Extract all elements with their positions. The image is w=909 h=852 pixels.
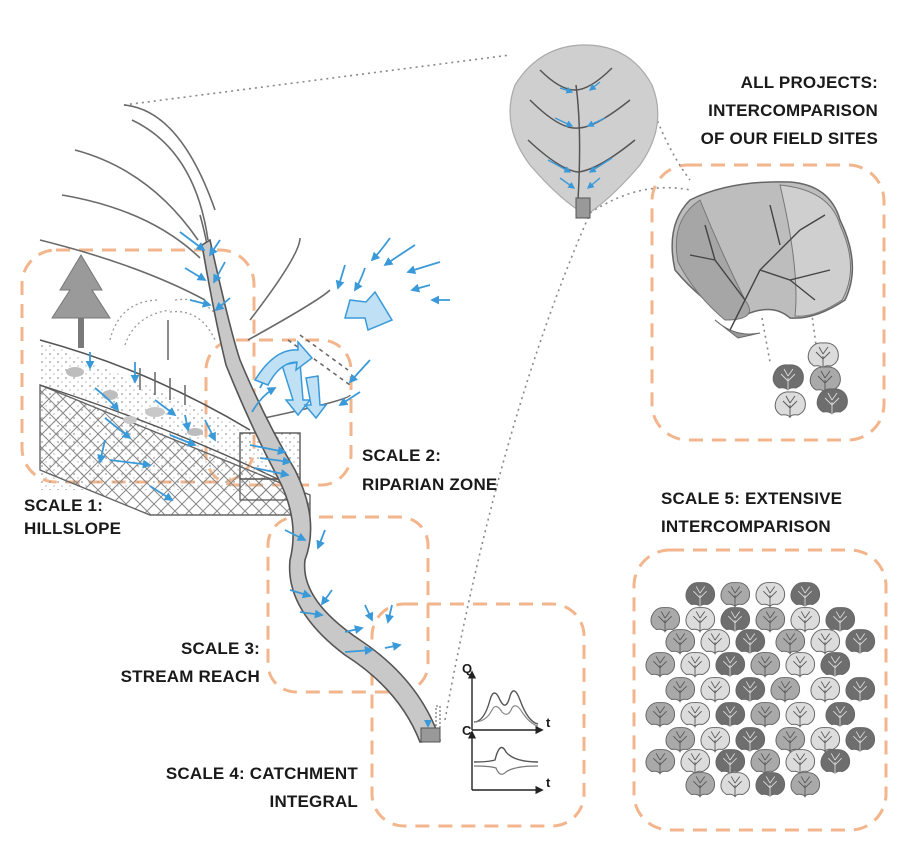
tree-icon [51, 254, 111, 348]
leaf-icon [785, 749, 816, 775]
leaf-icon [774, 391, 806, 418]
leaf-icon [755, 607, 786, 633]
leaf-icon [665, 629, 696, 655]
leaf-icon [650, 607, 681, 633]
leaf-icon [645, 702, 676, 728]
leaf-icon [825, 607, 856, 633]
discharge-axis-label: Q [462, 661, 473, 676]
small-leaf-icons [645, 342, 876, 798]
scale5-title: SCALE 5: EXTENSIVE [661, 489, 843, 508]
connector-lines [123, 54, 819, 721]
scale1-subtitle: HILLSLOPE [24, 519, 122, 538]
leaf-icon [715, 652, 746, 678]
catchment-balloon [509, 44, 659, 219]
leaf-icon [775, 727, 806, 753]
leaf-icon [807, 342, 839, 369]
leaf-icon [685, 607, 716, 633]
leaf-icon [735, 629, 766, 655]
leaf-icon [680, 652, 711, 678]
leaf-icon [820, 652, 851, 678]
leaf-icon [715, 702, 746, 728]
all-projects-subtitle-2: OF OUR FIELD SITES [700, 129, 878, 148]
leaf-icon [785, 652, 816, 678]
leaf-icon [685, 772, 716, 798]
time-axis-label-top: t [546, 715, 551, 730]
leaf-icon [715, 749, 746, 775]
leaf-icon [685, 582, 716, 608]
time-axis-label-bottom: t [546, 775, 551, 790]
scale2-subtitle: RIPARIAN ZONE [362, 475, 498, 494]
leaf-icon [665, 677, 696, 703]
leaf-icon [665, 727, 696, 753]
leaf-icon [845, 727, 876, 753]
leaf-icon [750, 702, 781, 728]
scale5-box [632, 548, 888, 832]
leaf-icon [825, 702, 856, 728]
scale4-title: SCALE 4: CATCHMENT [165, 764, 358, 783]
leaf-icon [770, 677, 801, 703]
scale1-title: SCALE 1: [24, 496, 104, 515]
concentration-plot [467, 730, 544, 795]
leaf-icon [790, 582, 821, 608]
leaf-icon [810, 727, 841, 753]
leaf-icon [816, 388, 848, 415]
leaf-icon [772, 364, 804, 391]
discharge-plot [467, 670, 544, 735]
leaf-icon [810, 629, 841, 655]
leaf-icon [775, 629, 806, 655]
leaf-icon [750, 749, 781, 775]
scale4-subtitle: INTEGRAL [269, 792, 358, 811]
leaf-icon [750, 652, 781, 678]
leaf-icon [720, 607, 751, 633]
leaf-icon [845, 677, 876, 703]
leaf-icon [645, 749, 676, 775]
leaf-icon [820, 749, 851, 775]
leaf-icon [680, 702, 711, 728]
leaf-icon [735, 677, 766, 703]
leaf-icon [755, 772, 786, 798]
leaf-icon [785, 702, 816, 728]
leaf-icon [700, 727, 731, 753]
large-catchment-leaf [671, 181, 854, 339]
stream-channel [201, 238, 442, 743]
concentration-axis-label: C [462, 723, 472, 738]
crops-icon [139, 320, 186, 405]
leaf-icon [735, 727, 766, 753]
leaf-icon [645, 652, 676, 678]
all-projects-box [650, 163, 886, 442]
all-projects-subtitle-1: INTERCOMPARISON [708, 101, 878, 120]
leaf-icon [700, 677, 731, 703]
scale4-box [370, 602, 586, 828]
scale3-title: SCALE 3: [180, 639, 260, 658]
leaf-icon [700, 629, 731, 655]
leaf-icon [790, 772, 821, 798]
leaf-icon [720, 582, 751, 608]
scale3-subtitle: STREAM REACH [120, 667, 260, 686]
all-projects-title: ALL PROJECTS: [740, 73, 878, 92]
large-flow-arrows [253, 290, 394, 420]
scale2-title: SCALE 2: [362, 446, 442, 465]
leaf-icon [845, 629, 876, 655]
leaf-icon [755, 582, 786, 608]
leaf-icon [720, 772, 751, 798]
leaf-icon [790, 607, 821, 633]
hydrograph-plots [467, 670, 544, 795]
leaf-icon [680, 749, 711, 775]
scale5-subtitle: INTERCOMPARISON [661, 517, 831, 536]
leaf-icon [810, 677, 841, 703]
